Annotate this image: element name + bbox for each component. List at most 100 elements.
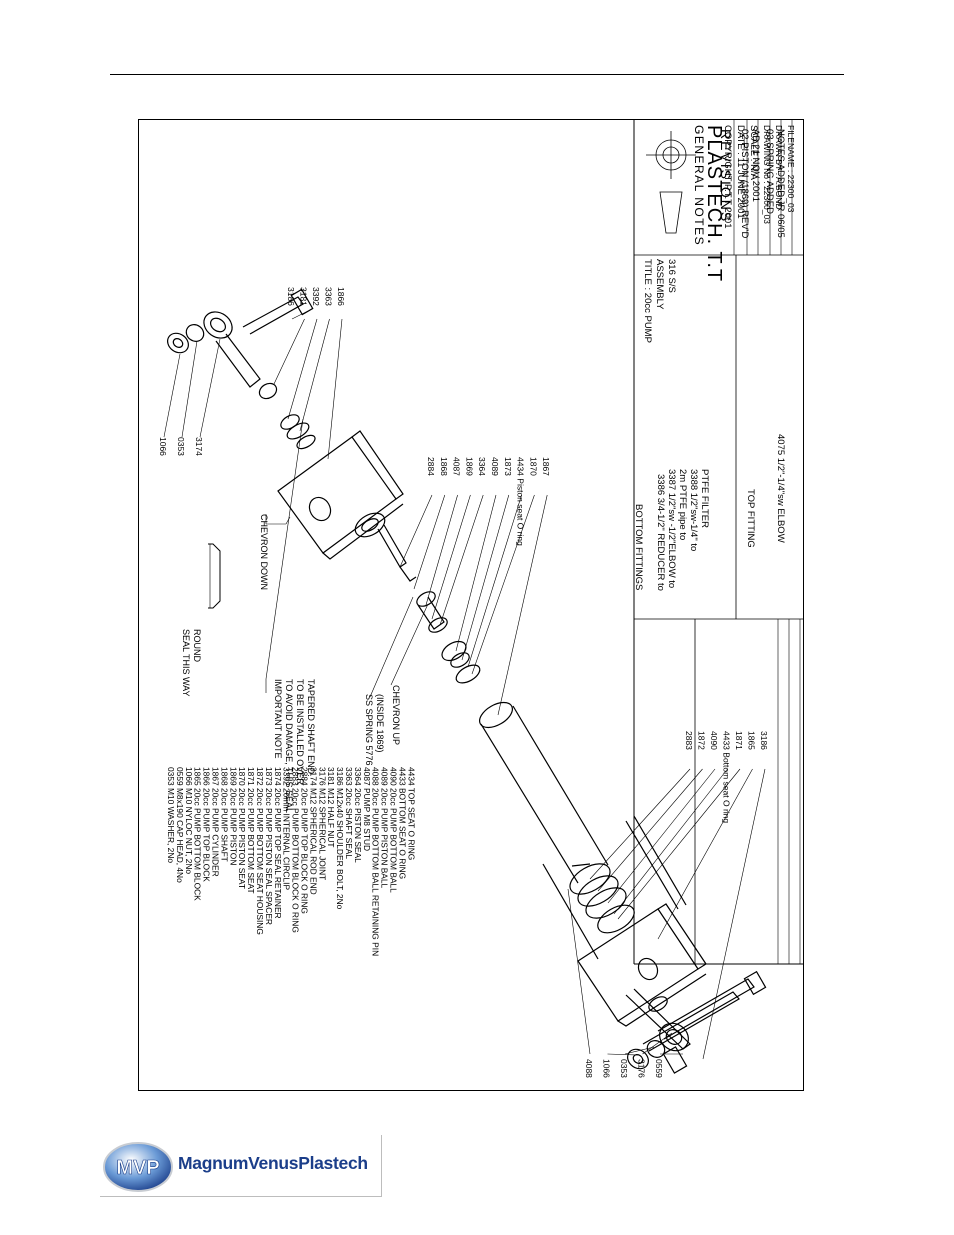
- leader-line: [273, 318, 305, 385]
- callout-label: 4089: [490, 457, 500, 476]
- leader-line: [461, 494, 510, 661]
- leader-line: [607, 1053, 639, 1056]
- callout-label: 4090: [709, 731, 719, 750]
- parts-list-row: 3363 20cc SHAFT SEAL: [344, 767, 354, 859]
- callout-label: 1871: [734, 731, 744, 750]
- logo-baseline: [100, 1196, 382, 1197]
- callout-label: 2884: [426, 457, 436, 476]
- assembly-drawing: GENERAL NOTES REVISIONS 02 PISTON (1869)…: [138, 119, 804, 1091]
- callout-label: 1066: [158, 437, 168, 456]
- drawing-title: TITLE : 20cc PUMP: [642, 259, 653, 343]
- callout-label: 1872: [697, 731, 707, 750]
- bottom-fittings-title: BOTTOM FITTINGS: [633, 504, 644, 590]
- seal-way-note: ROUND: [192, 629, 202, 662]
- parts-list-row: 1866 20cc PUMP TOP BLOCK: [202, 767, 212, 882]
- title-block: GENERAL NOTES REVISIONS 02 PISTON (1869)…: [633, 120, 803, 965]
- parts-list-row: 1066 M10 NYLOC NUT, 2No: [184, 767, 194, 874]
- parts-list-row: 2883 20cc PUMP BOTTOM BLOCK O RING: [291, 767, 301, 933]
- leader-line: [702, 768, 766, 1060]
- drawing-date: DATE : 11 JUNE 2001: [735, 125, 746, 219]
- callout-label: 1867: [541, 457, 551, 476]
- top-fitting-title: TOP FITTING: [745, 489, 756, 548]
- leader-line: [642, 1032, 673, 1055]
- parts-list-row: 1870 20cc PUMP PISTON SEAT: [237, 767, 247, 889]
- callout-label: 3181: [299, 287, 309, 306]
- callout-label: 1868: [439, 457, 449, 476]
- leader-line: [467, 494, 522, 668]
- copyright: COPYRIGHT P.T.T 2001: [722, 125, 733, 229]
- leader-line: [455, 494, 497, 652]
- parts-list-row: 3392 26mm INTERNAL CIRCLIP: [282, 767, 292, 890]
- callout-label: 1865: [747, 731, 757, 750]
- callout-label: 1873: [503, 457, 513, 476]
- mvp-badge-text: MVP: [116, 1157, 159, 1179]
- assembly-notes: SEAL THIS WAY ROUND IMPORTANT NOTE TO AV…: [181, 418, 429, 813]
- leader-line: [497, 494, 548, 716]
- leader-line: [181, 340, 198, 438]
- parts-list-row: 1874 20cc PUMP TOP SEAL RETAINER: [273, 767, 283, 919]
- parts-list-row: 4090 20cc PUMP BOTTOM BALL: [389, 767, 399, 893]
- parts-list-row: 1868 20cc PUMP SHAFT: [219, 767, 229, 862]
- seal-profile-icon: [208, 543, 221, 609]
- leader-line: [287, 318, 318, 420]
- fitting-line: 2m PTFE pipe to: [677, 469, 688, 540]
- leader-line: [299, 318, 330, 432]
- parts-list-row: 0353 M10 WASHER, 2No: [166, 767, 176, 863]
- parts-list-row: 1865 20cc PUMP BOTTOM BLOCK: [193, 767, 203, 901]
- leader-line: [425, 494, 458, 606]
- callout-label: 3176: [637, 1059, 647, 1078]
- leader-line: [431, 494, 471, 620]
- spring-note: (INSIDE 1869): [375, 694, 385, 753]
- logo-divider: [381, 1135, 382, 1197]
- revision-line: 02 PISTON (1869) REV'D: [739, 129, 750, 238]
- pump-exploded-view: [167, 288, 767, 1074]
- parts-list-row: 1873 20cc PUMP PISTON SEAL SPACER: [264, 767, 274, 925]
- important-note: TO AVOID DAMAGE, THIS SEAL: [284, 679, 294, 813]
- parts-list-row: 3364 20cc PISTON SEAL: [353, 767, 363, 863]
- callout-label: 0353: [619, 1059, 629, 1078]
- callout-label: 1870: [528, 457, 538, 476]
- fitting-line: 3387 1/2"sw -1/2"ELBOW to: [666, 469, 677, 588]
- bottom-block: [542, 815, 767, 1074]
- fitting-line: PTFE FILTER: [699, 469, 710, 528]
- revision-line: AB 21 NOV 2001: [750, 129, 761, 202]
- leader-line: [657, 768, 753, 940]
- spring-note: SS SPRING 5776: [364, 694, 374, 766]
- callout-label: 4434 Piston seat O ring: [516, 457, 526, 546]
- important-note: IMPORTANT NOTE: [273, 679, 283, 759]
- general-notes-heading: GENERAL NOTES: [692, 125, 706, 246]
- parts-list-row: 3176 M12 SPHERICAL JOINT: [317, 767, 327, 880]
- parts-list-row: 3181 M12 HALF NUT: [326, 767, 336, 848]
- callout-label: 3392: [311, 287, 321, 306]
- company-name: PLASTECH. T.T: [703, 125, 725, 282]
- drawn-by: DRAWN BY : A.BOND: [774, 125, 784, 210]
- leader-line: [163, 353, 181, 438]
- callout-label: 1869: [464, 457, 474, 476]
- callout-label: 3186: [286, 287, 296, 306]
- leader-line: [624, 1046, 655, 1055]
- leader-line: [439, 494, 484, 626]
- drawing-number: DRAWING No : 22300_03: [762, 125, 772, 224]
- drawing-title-line2: ASSEMBLY: [654, 259, 665, 310]
- chevron-down-note: CHEVRON DOWN: [259, 514, 269, 590]
- projection-symbol-icon: [646, 131, 696, 234]
- filename: FILENAME : 22300_03: [786, 125, 796, 213]
- callout-label: 1066: [602, 1059, 612, 1078]
- leader-line: [291, 310, 309, 320]
- drawing-svg: GENERAL NOTES REVISIONS 02 PISTON (1869)…: [138, 119, 804, 1091]
- pump-cylinder: [479, 701, 609, 884]
- parts-list-row: 3174 M12 SPHERICAL ROD END: [308, 767, 318, 895]
- parts-list-row: 4089 20cc PUMP PISTON BALL: [380, 767, 390, 889]
- parts-list-row: 1869 20cc PUMP PISTON: [228, 767, 238, 865]
- parts-list-row: 1867 20cc PUMP CYLINDER: [211, 767, 221, 877]
- callout-label: 3364: [477, 457, 487, 476]
- seal-way-note: SEAL THIS WAY: [181, 629, 191, 697]
- drawing-scale: SCALE : N/A: [748, 125, 759, 181]
- header-rule: [110, 74, 844, 75]
- leader-line: [199, 338, 221, 438]
- top-fitting-line: 4075 1/2"-1/4"sw ELBOW: [775, 434, 786, 543]
- parts-list-row: 4088 20cc PUMP BOTTOM BALL RETAINING PIN: [371, 767, 381, 956]
- leader-line: [413, 494, 446, 590]
